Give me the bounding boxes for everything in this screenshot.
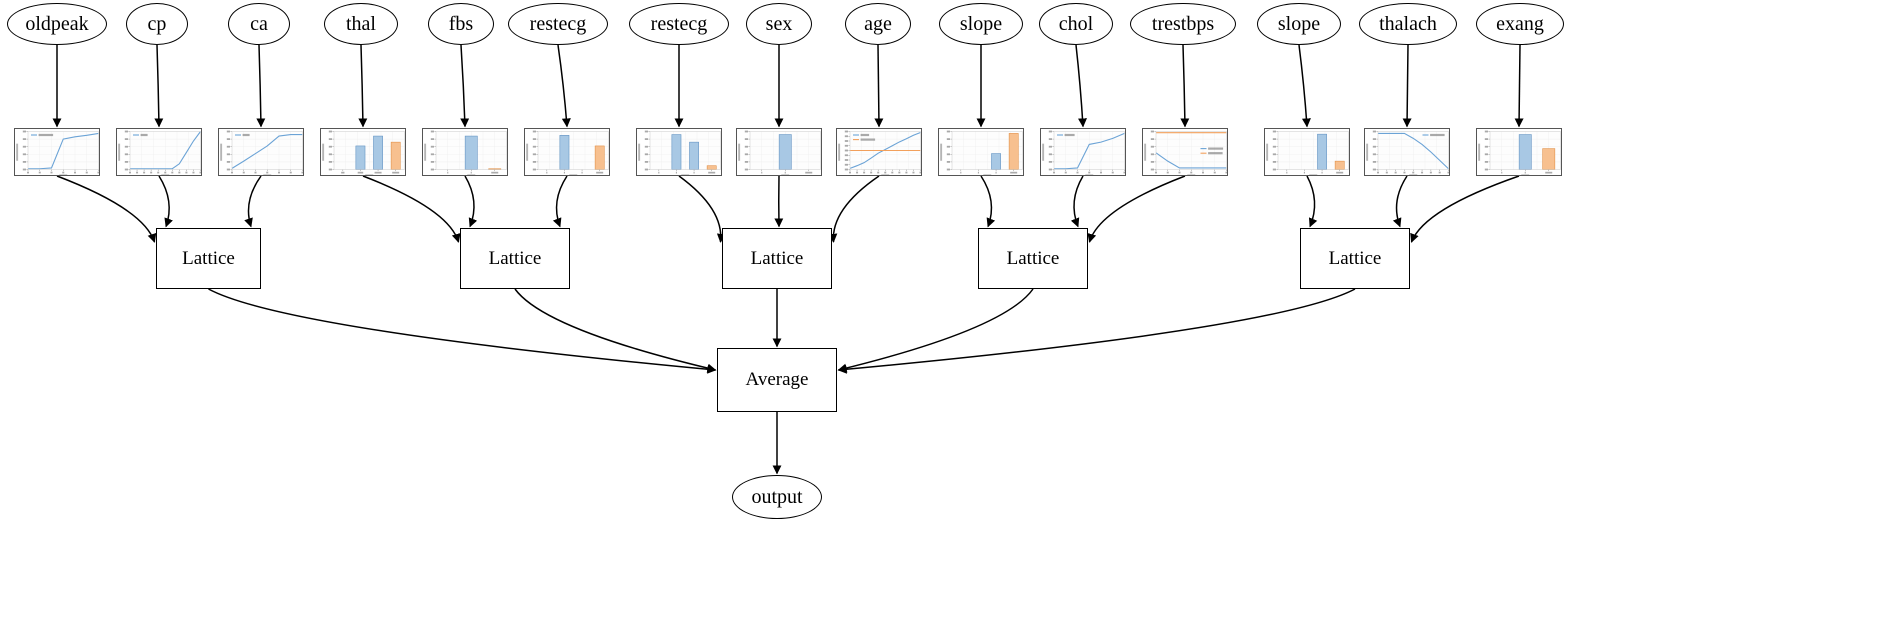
feature-node-age[interactable]: age [845,3,911,45]
lattice-node-4[interactable]: Lattice [978,228,1088,289]
feature-node-label: thalach [1379,13,1437,35]
feature-node-cp[interactable]: cp [126,3,188,45]
lattice-node-3[interactable]: Lattice [722,228,832,289]
feature-node-label: exang [1496,13,1544,35]
lattice-node-label: Lattice [488,247,542,269]
calibrator-plot-cal-slope2[interactable] [1264,128,1350,176]
feature-node-restecg2[interactable]: restecg [629,3,729,45]
feature-node-label: fbs [448,13,474,35]
calibrator-plot-cal-slope1[interactable] [938,128,1024,176]
lattice-node-label: Lattice [1328,247,1382,269]
calibrator-plot-cal-chol[interactable] [1040,128,1126,176]
lattice-node-5[interactable]: Lattice [1300,228,1410,289]
feature-node-restecg1[interactable]: restecg [508,3,608,45]
feature-node-oldpeak[interactable]: oldpeak [7,3,107,45]
feature-node-label: age [864,13,892,35]
feature-node-label: thal [346,13,376,35]
feature-node-label: restecg [529,13,587,35]
lattice-node-label: Lattice [1006,247,1060,269]
calibrator-plot-cal-trestbps[interactable] [1142,128,1228,176]
calibrator-plot-cal-age[interactable] [836,128,922,176]
feature-node-trestbps[interactable]: trestbps [1130,3,1236,45]
calibrator-plot-cal-sex[interactable] [736,128,822,176]
feature-node-chol[interactable]: chol [1039,3,1113,45]
feature-node-exang[interactable]: exang [1476,3,1564,45]
lattice-node-label: Lattice [750,247,804,269]
calibrator-plot-cal-exang[interactable] [1476,128,1562,176]
calibrator-plot-cal-oldpeak[interactable] [14,128,100,176]
output-node-label: output [751,486,803,508]
average-node-label: Average [745,369,809,390]
feature-node-label: cp [147,13,167,35]
feature-node-label: sex [765,13,793,35]
lattice-node-1[interactable]: Lattice [156,228,261,289]
calibrator-plot-cal-thalach[interactable] [1364,128,1450,176]
lattice-node-2[interactable]: Lattice [460,228,570,289]
lattice-node-label: Lattice [182,247,235,269]
calibrator-plot-cal-restecg1[interactable] [524,128,610,176]
calibrator-plot-cal-thal[interactable] [320,128,406,176]
feature-node-thalach[interactable]: thalach [1359,3,1457,45]
feature-node-slope1[interactable]: slope [939,3,1023,45]
feature-node-label: trestbps [1151,13,1215,35]
feature-node-fbs[interactable]: fbs [428,3,494,45]
feature-node-label: oldpeak [25,13,89,35]
feature-node-label: slope [959,13,1003,35]
feature-node-label: ca [250,13,268,35]
calibrator-plot-cal-ca[interactable] [218,128,304,176]
feature-node-label: slope [1277,13,1321,35]
feature-node-thal[interactable]: thal [324,3,398,45]
calibrator-plot-cal-restecg2[interactable] [636,128,722,176]
feature-node-sex[interactable]: sex [746,3,812,45]
feature-node-slope2[interactable]: slope [1257,3,1341,45]
average-node[interactable]: Average [717,348,837,412]
calibrator-plot-cal-cp[interactable] [116,128,202,176]
feature-node-ca[interactable]: ca [228,3,290,45]
calibrator-plot-cal-fbs[interactable] [422,128,508,176]
output-node[interactable]: output [732,475,822,519]
feature-node-label: restecg [650,13,708,35]
feature-node-label: chol [1058,13,1094,35]
